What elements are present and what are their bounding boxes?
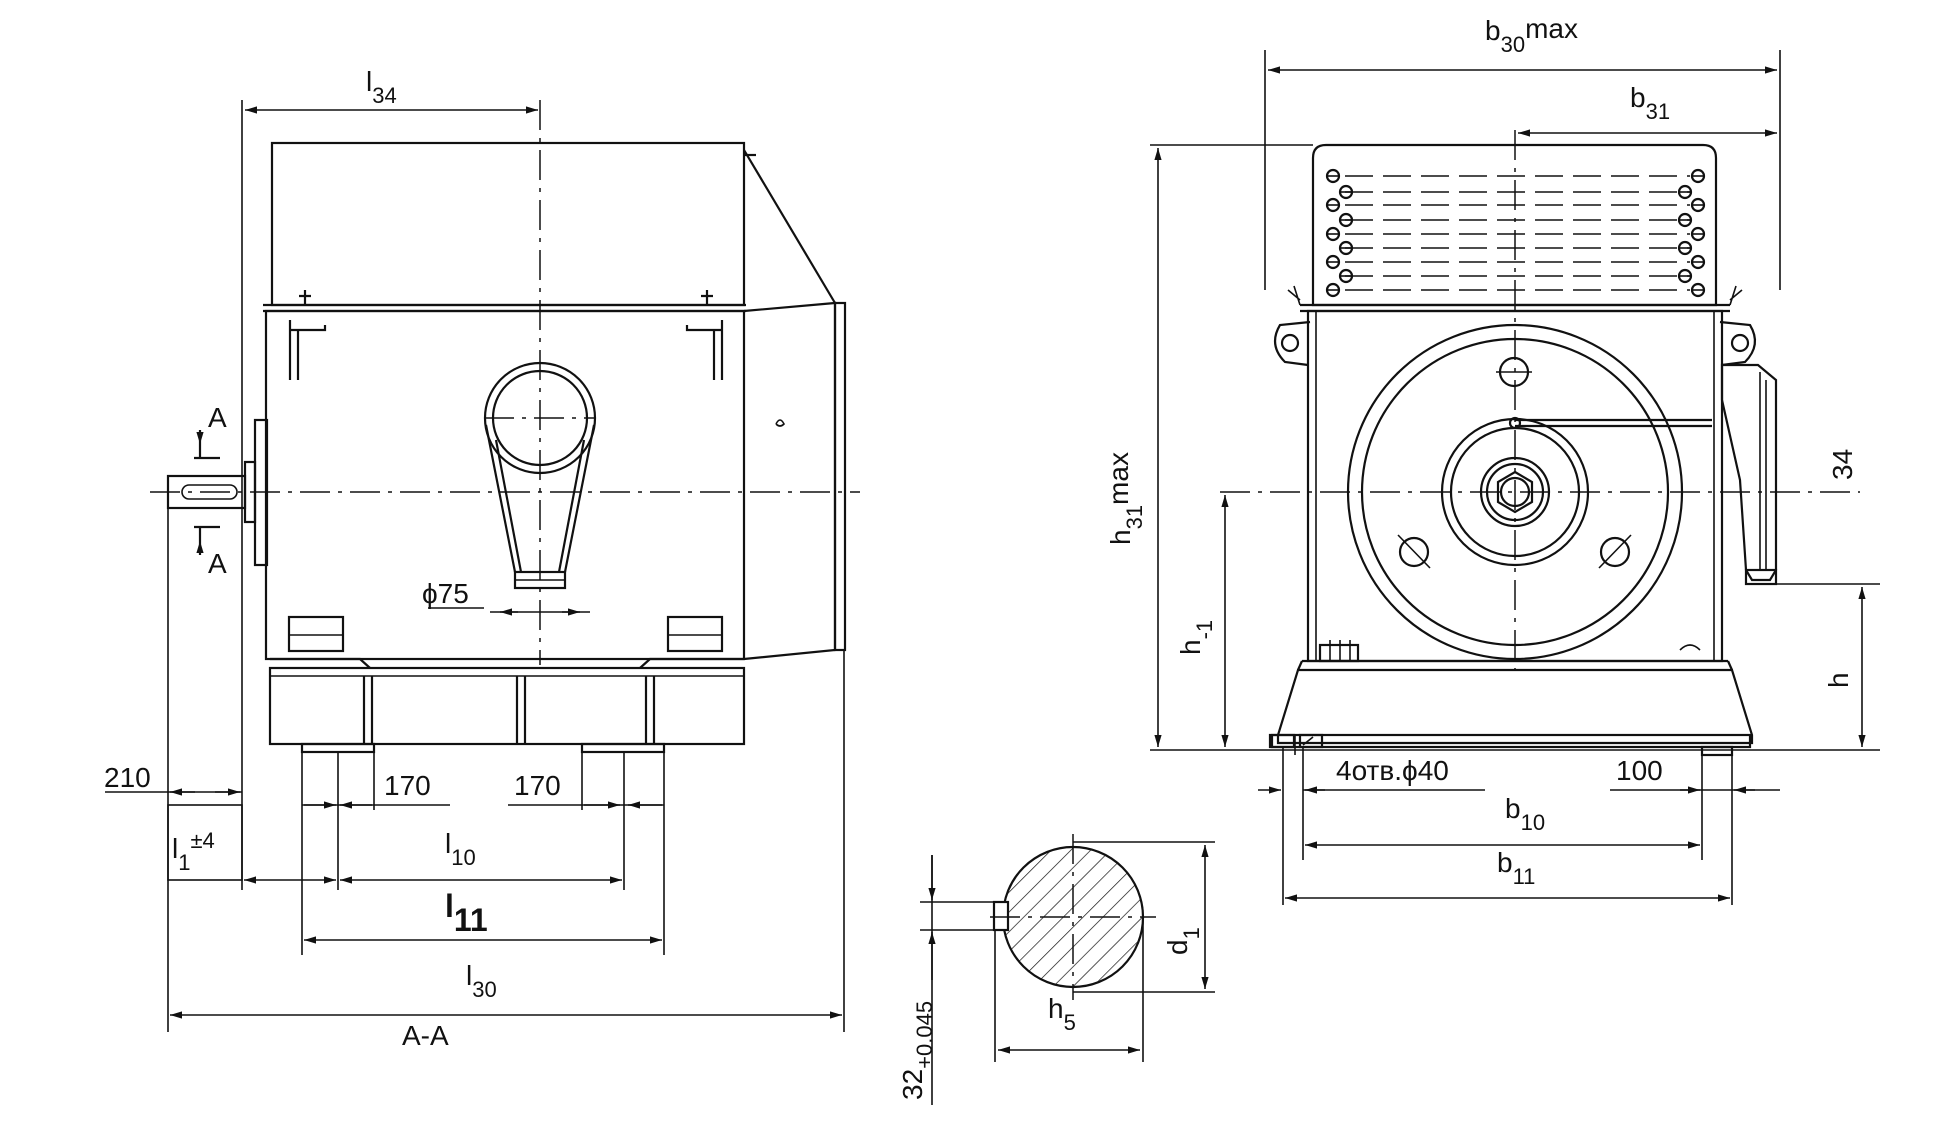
section-label-a-a: A-A bbox=[402, 1020, 449, 1051]
label-d1: d1 bbox=[1162, 927, 1204, 955]
label-170-right: 170 bbox=[514, 770, 561, 801]
cooler-tubes bbox=[1345, 175, 1690, 291]
bolts-left bbox=[1325, 168, 1354, 298]
section-marker-a-top: A bbox=[208, 402, 227, 433]
label-100: 100 bbox=[1616, 755, 1663, 786]
label-l11: l11 bbox=[445, 888, 488, 938]
label-34: 34 bbox=[1827, 449, 1858, 480]
label-170-left: 170 bbox=[384, 770, 431, 801]
label-b11: b11 bbox=[1497, 847, 1535, 889]
label-h: h bbox=[1823, 672, 1854, 688]
label-h-1: h-1 bbox=[1175, 620, 1217, 655]
front-view: b30max b31 h31max h-1 34 h 4отв.ϕ40 100 bbox=[1103, 13, 1880, 905]
foot-pad-right bbox=[666, 615, 724, 653]
top-cover bbox=[270, 141, 746, 307]
label-b31: b31 bbox=[1630, 82, 1670, 124]
base-frame bbox=[268, 666, 746, 746]
label-holes: 4отв.ϕ40 bbox=[1336, 755, 1449, 786]
label-l10: l10 bbox=[445, 828, 476, 870]
label-l1-tol: l1±4 bbox=[172, 828, 215, 875]
shaft-nut bbox=[1496, 470, 1534, 514]
label-phi75: ϕ75 bbox=[422, 578, 469, 609]
foot-pad-left bbox=[287, 615, 345, 653]
label-b10: b10 bbox=[1505, 793, 1545, 835]
side-view: A A l34 ϕ75 210 l1±4 170 bbox=[104, 66, 860, 1051]
label-h5: h5 bbox=[1048, 993, 1076, 1035]
shaft-section: d1 h5 32+0.045 bbox=[897, 834, 1215, 1105]
label-210: 210 bbox=[104, 762, 151, 793]
label-l30: l30 bbox=[466, 960, 497, 1002]
label-key-width: 32+0.045 bbox=[897, 1001, 937, 1100]
label-b30max: b30max bbox=[1485, 13, 1578, 57]
label-l34: l34 bbox=[366, 66, 397, 108]
front-base bbox=[1276, 668, 1754, 745]
label-h31max: h31max bbox=[1103, 452, 1147, 545]
fan-hood bbox=[1720, 363, 1778, 582]
section-marker-a-bottom: A bbox=[208, 548, 227, 579]
bolts-right bbox=[1677, 168, 1706, 298]
top-terminal-box bbox=[1311, 143, 1718, 307]
